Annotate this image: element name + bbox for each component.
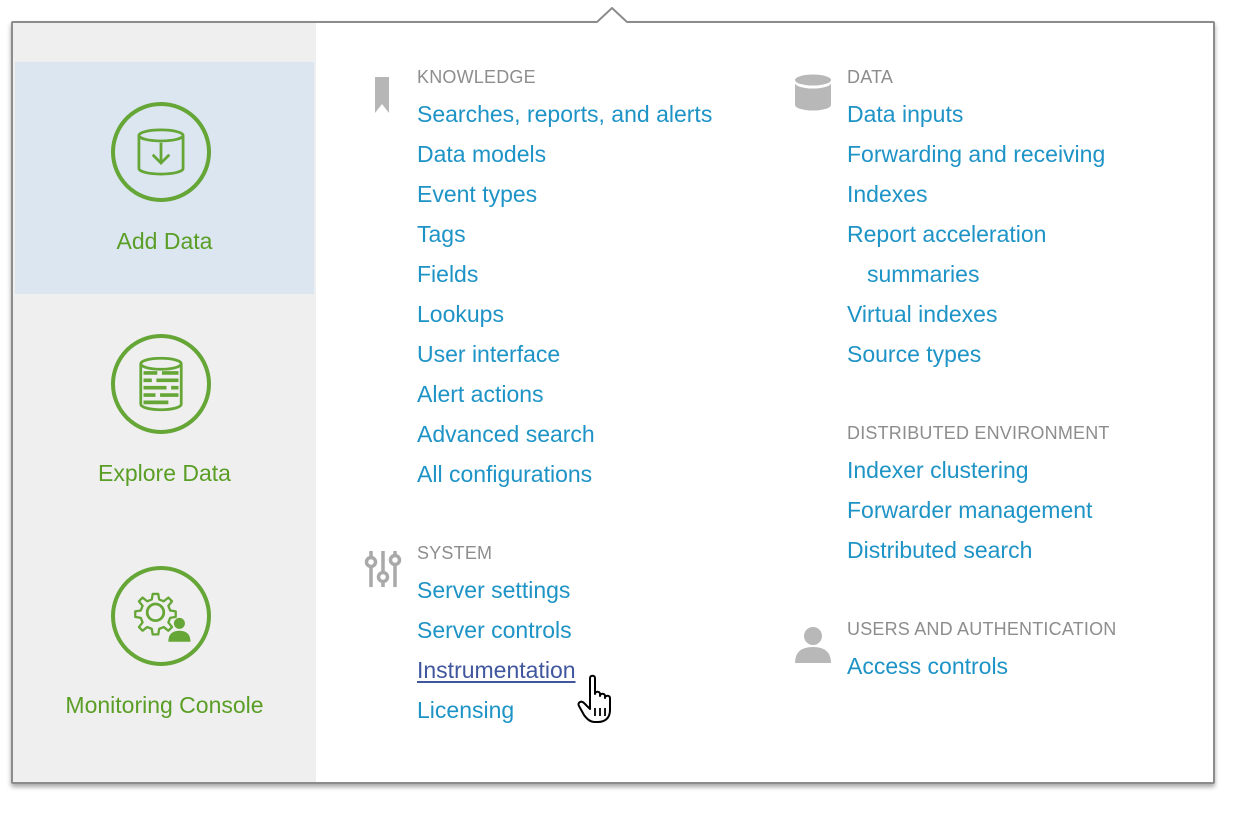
- link-instrumentation[interactable]: Instrumentation: [417, 657, 576, 683]
- link-data-models[interactable]: Data models: [417, 141, 547, 167]
- link-server-controls[interactable]: Server controls: [417, 617, 572, 643]
- user-icon: [795, 627, 831, 663]
- hand-cursor-icon: [577, 674, 611, 723]
- link-virtual-indexes[interactable]: Virtual indexes: [847, 301, 998, 327]
- settings-menu-panel: Add Data Explore Data: [11, 21, 1215, 784]
- data-heading: DATA: [847, 67, 894, 87]
- sliders-icon: [364, 551, 402, 587]
- database-icon: [795, 74, 831, 111]
- sidebar-item-label: Explore Data: [98, 460, 231, 486]
- link-forwarding-receiving[interactable]: Forwarding and receiving: [847, 141, 1106, 167]
- gear-user-icon: [111, 566, 211, 666]
- link-distributed-search[interactable]: Distributed search: [847, 537, 1033, 563]
- link-lookups[interactable]: Lookups: [417, 301, 504, 327]
- users-authentication-heading: USERS AND AUTHENTICATION: [847, 619, 1117, 639]
- link-all-configurations[interactable]: All configurations: [417, 461, 593, 487]
- database-stack-icon: [111, 334, 211, 434]
- link-advanced-search[interactable]: Advanced search: [417, 421, 595, 447]
- link-data-inputs[interactable]: Data inputs: [847, 101, 964, 127]
- link-report-acceleration[interactable]: Report acceleration: [847, 221, 1047, 247]
- link-indexer-clustering[interactable]: Indexer clustering: [847, 457, 1029, 483]
- knowledge-heading: KNOWLEDGE: [417, 67, 536, 87]
- link-forwarder-management[interactable]: Forwarder management: [847, 497, 1093, 523]
- sidebar-item-explore-data[interactable]: Explore Data: [15, 294, 314, 526]
- link-event-types[interactable]: Event types: [417, 181, 538, 207]
- link-searches-reports-alerts[interactable]: Searches, reports, and alerts: [417, 101, 713, 127]
- sidebar: Add Data Explore Data: [13, 23, 316, 782]
- database-download-icon: [111, 102, 211, 202]
- link-fields[interactable]: Fields: [417, 261, 479, 287]
- link-server-settings[interactable]: Server settings: [417, 577, 571, 603]
- distributed-environment-heading: DISTRIBUTED ENVIRONMENT: [847, 423, 1110, 443]
- sidebar-item-monitoring-console[interactable]: Monitoring Console: [15, 526, 314, 758]
- panel-caret: [597, 7, 627, 23]
- link-report-acceleration-summaries[interactable]: summaries: [867, 261, 980, 287]
- link-source-types[interactable]: Source types: [847, 341, 982, 367]
- link-access-controls[interactable]: Access controls: [847, 653, 1009, 679]
- sidebar-item-label: Add Data: [116, 228, 213, 254]
- sidebar-item-add-data[interactable]: Add Data: [15, 62, 314, 294]
- link-indexes[interactable]: Indexes: [847, 181, 928, 207]
- link-alert-actions[interactable]: Alert actions: [417, 381, 544, 407]
- link-tags[interactable]: Tags: [417, 221, 466, 247]
- bookmark-icon: [375, 77, 389, 113]
- link-licensing[interactable]: Licensing: [417, 697, 515, 723]
- system-heading: SYSTEM: [417, 543, 493, 563]
- link-user-interface[interactable]: User interface: [417, 341, 561, 367]
- sidebar-item-label: Monitoring Console: [65, 692, 264, 718]
